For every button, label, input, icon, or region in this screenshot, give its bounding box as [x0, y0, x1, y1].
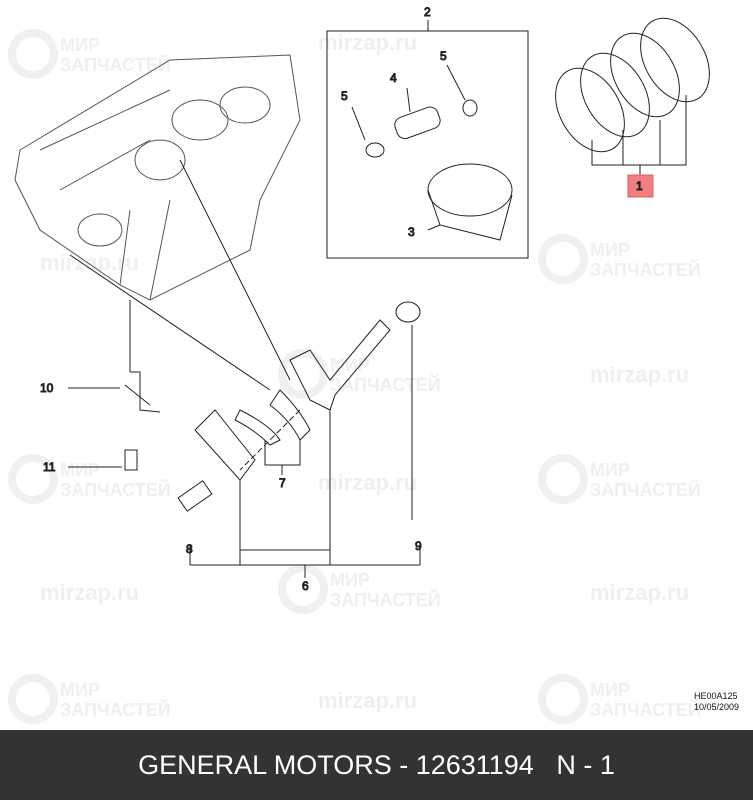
piston-rings [555, 17, 710, 178]
piston [427, 163, 513, 241]
callout-1: 1 [636, 179, 643, 193]
callout-5: 5 [341, 89, 348, 103]
callout-10: 10 [40, 381, 54, 395]
callout-4: 4 [390, 71, 397, 85]
callout-11: 11 [43, 460, 56, 474]
footer-label: GENERAL MOTORS - 12631194 N - 1 [138, 749, 615, 780]
callout-6: 6 [302, 579, 309, 593]
parts-diagram: 1 2 3 4 5 5 6 7 8 9 10 11 [14, 5, 710, 594]
pin-retainer [462, 99, 478, 117]
piston-pin [394, 106, 441, 140]
callout-5: 5 [440, 49, 447, 63]
watermark-url: mirzap.ru [318, 470, 418, 495]
piston-assembly-box [326, 30, 529, 259]
callout-7: 7 [279, 476, 286, 490]
callout-3: 3 [408, 225, 415, 239]
part-number-footer: GENERAL MOTORS - 12631194 N - 1 [0, 730, 753, 800]
highlight-marker [627, 174, 654, 198]
watermark-url: mirzap.ru [40, 580, 140, 605]
callout-9: 9 [415, 539, 422, 553]
callout-8: 8 [186, 542, 193, 556]
drawing-code: HE00A125 [693, 691, 738, 701]
watermark-url: mirzap.ru [318, 688, 418, 713]
callout-2: 2 [424, 5, 431, 19]
connecting-rod [177, 301, 421, 512]
drawing-date: 10/05/2009 [693, 702, 739, 712]
watermark-url: mirzap.ru [590, 580, 690, 605]
oil-jet [124, 371, 161, 471]
watermark-url: mirzap.ru [318, 30, 418, 55]
drawing-reference: HE00A125 10/05/2009 [694, 691, 739, 713]
watermark-url: mirzap.ru [590, 362, 690, 387]
pin-retainer [365, 142, 385, 158]
engine-block [14, 54, 301, 301]
